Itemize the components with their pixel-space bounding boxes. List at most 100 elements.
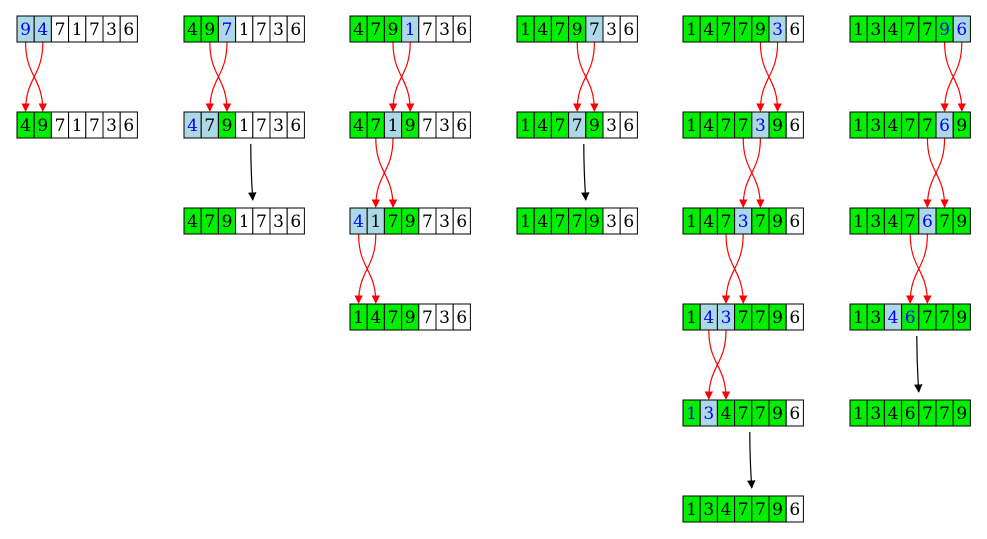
cell-value: 3 (273, 212, 284, 232)
cell-value: 7 (922, 20, 933, 40)
cell-value: 6 (623, 20, 634, 40)
cell-value: 6 (123, 116, 134, 136)
array-cell (119, 15, 138, 43)
cell-value: 9 (405, 116, 416, 136)
array-cell (619, 15, 638, 43)
cell-value: 3 (703, 500, 714, 520)
cell-value: 4 (353, 116, 364, 136)
cell-value: 7 (388, 308, 399, 328)
cell-value: 7 (555, 212, 566, 232)
cell-value: 4 (721, 404, 732, 424)
cell-value: 9 (222, 116, 233, 136)
cell-value: 3 (106, 116, 117, 136)
cell-value: 7 (555, 20, 566, 40)
swap-arrow (205, 41, 228, 112)
cell-value: 1 (686, 116, 697, 136)
cell-value: 7 (755, 404, 766, 424)
swap-arrow (21, 41, 44, 112)
cell-value: 3 (106, 20, 117, 40)
cell-value: 4 (888, 404, 899, 424)
cell-value: 7 (738, 404, 749, 424)
cell-value: 7 (89, 116, 100, 136)
cell-value: 9 (772, 404, 783, 424)
cell-value: 7 (939, 308, 950, 328)
cell-value: 4 (20, 116, 31, 136)
cell-value: 9 (405, 212, 416, 232)
cell-value: 3 (870, 404, 881, 424)
cell-value: 7 (422, 212, 433, 232)
cell-value: 3 (606, 20, 617, 40)
cell-value: 1 (853, 404, 864, 424)
array-cell (952, 111, 971, 139)
cell-value: 7 (721, 212, 732, 232)
cell-value: 6 (789, 308, 800, 328)
cell-value: 9 (956, 212, 967, 232)
cell-value: 1 (520, 20, 531, 40)
array-cell (952, 207, 971, 235)
array-cell (952, 399, 971, 427)
cell-value: 1 (239, 116, 250, 136)
cell-value: 6 (623, 116, 634, 136)
cell-value: 1 (353, 308, 364, 328)
cell-value: 6 (290, 116, 301, 136)
array-cell (286, 111, 305, 139)
cell-value: 9 (572, 20, 583, 40)
cell-value: 6 (623, 212, 634, 232)
swap-arrow (704, 329, 727, 400)
cell-value: 1 (686, 404, 697, 424)
cell-value: 6 (789, 212, 800, 232)
array-cell (452, 207, 471, 235)
array-cell (619, 207, 638, 235)
cell-value: 3 (606, 116, 617, 136)
cell-value: 7 (388, 212, 399, 232)
step-arrow (581, 143, 590, 201)
cell-value: 7 (738, 500, 749, 520)
cell-value: 7 (905, 212, 916, 232)
cell-value: 6 (456, 212, 467, 232)
cell-value: 7 (755, 308, 766, 328)
cell-value: 9 (772, 308, 783, 328)
array-cell (452, 303, 471, 331)
cell-value: 1 (72, 116, 83, 136)
cell-value: 4 (703, 20, 714, 40)
cell-value: 3 (439, 212, 450, 232)
array-cell (619, 111, 638, 139)
cell-value: 6 (789, 20, 800, 40)
cell-value: 3 (273, 116, 284, 136)
cell-value: 1 (853, 20, 864, 40)
cell-value: 7 (738, 308, 749, 328)
cell-value: 6 (922, 212, 933, 232)
cell-value: 1 (853, 116, 864, 136)
cell-value: 7 (422, 308, 433, 328)
cell-value: 7 (256, 20, 267, 40)
cell-value: 1 (686, 20, 697, 40)
cell-value: 9 (939, 20, 950, 40)
cell-value: 6 (123, 20, 134, 40)
cell-value: 4 (888, 212, 899, 232)
array-cell (785, 399, 804, 427)
cell-value: 3 (439, 116, 450, 136)
cell-value: 6 (789, 404, 800, 424)
cell-value: 6 (290, 20, 301, 40)
cell-value: 7 (572, 212, 583, 232)
cell-value: 4 (721, 500, 732, 520)
cell-value: 3 (870, 116, 881, 136)
cell-value: 9 (772, 500, 783, 520)
cell-value: 4 (888, 20, 899, 40)
cell-value: 1 (686, 500, 697, 520)
cell-value: 9 (589, 212, 600, 232)
cell-value: 6 (905, 308, 916, 328)
